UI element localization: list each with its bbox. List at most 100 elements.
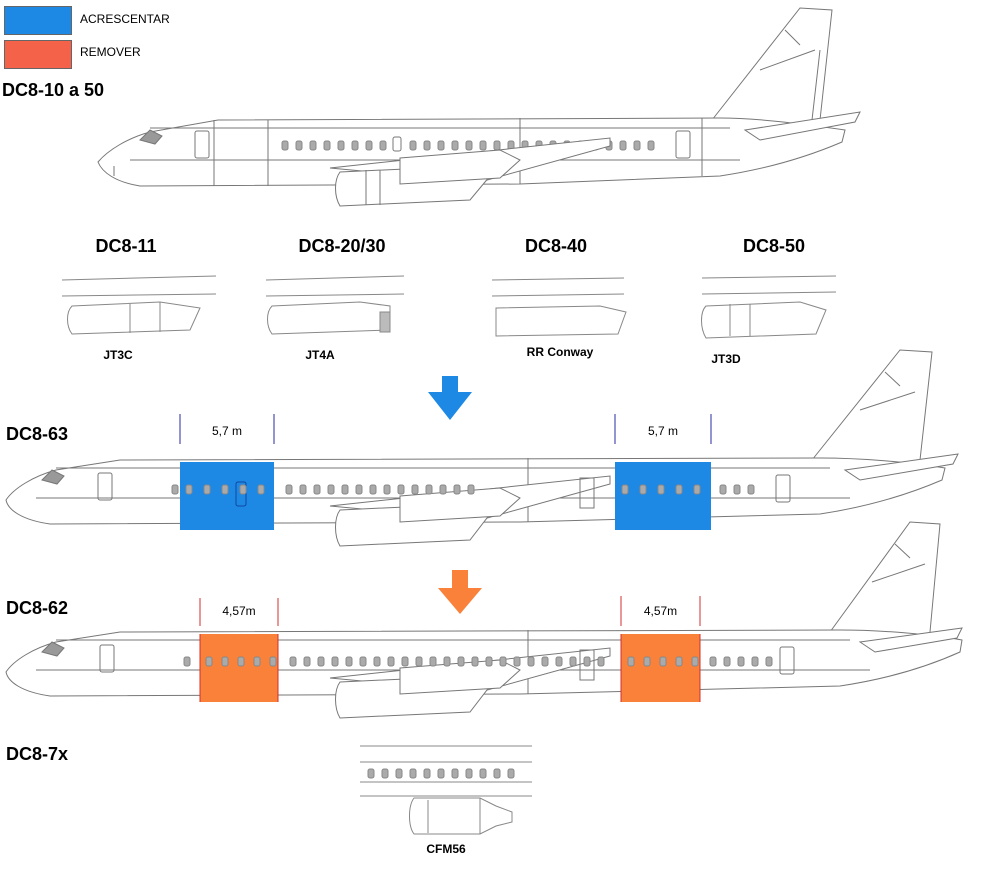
window [373, 656, 381, 667]
window [765, 656, 773, 667]
window [675, 484, 683, 495]
window [289, 656, 297, 667]
window [429, 656, 437, 667]
dc863-front-added-section [180, 462, 274, 530]
window [479, 768, 487, 779]
window [425, 484, 433, 495]
window [355, 484, 363, 495]
window [237, 656, 245, 667]
engine-label-jt4a: JT4A [305, 348, 335, 362]
engine-label-jt3d: JT3D [711, 352, 741, 366]
window [351, 140, 359, 151]
model-label-base: DC8-10 a 50 [2, 80, 105, 100]
window [221, 484, 229, 495]
engine-detail-rr-conway [491, 277, 627, 337]
engine-label-cfm56: CFM56 [426, 842, 466, 856]
window [281, 140, 289, 151]
window [465, 140, 473, 151]
variant-label-dc811: DC8-11 [95, 236, 157, 256]
window [303, 656, 311, 667]
window [299, 484, 307, 495]
window [647, 140, 655, 151]
window [443, 656, 451, 667]
window [639, 484, 647, 495]
window [269, 656, 277, 667]
window [643, 656, 651, 667]
window [507, 768, 515, 779]
window [423, 768, 431, 779]
window [723, 656, 731, 667]
window [387, 656, 395, 667]
window [659, 656, 667, 667]
dc863-front-section-door [235, 481, 247, 507]
dc863-rear-added-section [615, 462, 711, 530]
engine-detail-jt4a [265, 275, 405, 335]
window [709, 656, 717, 667]
window [451, 140, 459, 151]
engine-detail-cfm56 [360, 745, 532, 835]
legend-add-swatch [4, 6, 72, 35]
window [345, 656, 353, 667]
window [437, 768, 445, 779]
window [513, 656, 521, 667]
window [451, 768, 459, 779]
window [409, 140, 417, 151]
variant-label-dc840: DC8-40 [524, 236, 588, 256]
window [583, 656, 591, 667]
window [719, 484, 727, 495]
window [633, 140, 641, 151]
aircraft-dc862 [5, 521, 963, 719]
window [205, 656, 213, 667]
window [379, 140, 387, 151]
window [627, 656, 635, 667]
window [313, 484, 321, 495]
window [337, 140, 345, 151]
window [203, 484, 211, 495]
window [555, 656, 563, 667]
engine-detail-jt3c [61, 275, 217, 335]
window [397, 484, 405, 495]
window [257, 484, 265, 495]
window [239, 484, 247, 495]
engine-label-jt3c: JT3C [103, 348, 133, 362]
window [395, 768, 403, 779]
dc863-rear-section-length: 5,7 m [647, 424, 678, 438]
window [309, 140, 317, 151]
window [171, 484, 179, 495]
dc862-rear-removed-section [621, 634, 700, 702]
dc862-front-removed-section [200, 634, 278, 702]
window [747, 484, 755, 495]
window [453, 484, 461, 495]
aircraft-dc863 [5, 349, 959, 547]
window [381, 768, 389, 779]
window [493, 140, 501, 151]
dc863-front-section-length: 5,7 m [211, 424, 242, 438]
window [415, 656, 423, 667]
window [409, 768, 417, 779]
blue-down-arrow [428, 376, 472, 420]
window [365, 140, 373, 151]
window [285, 484, 293, 495]
window [439, 484, 447, 495]
window [597, 656, 605, 667]
window [253, 656, 261, 667]
window [737, 656, 745, 667]
window [457, 656, 465, 667]
dc863-dimension-ticks [179, 414, 712, 444]
window [327, 484, 335, 495]
window [341, 484, 349, 495]
window [493, 768, 501, 779]
model-label-dc87x: DC8-7x [6, 744, 69, 764]
window [183, 656, 191, 667]
window [369, 484, 377, 495]
model-label-dc862: DC8-62 [6, 598, 69, 618]
window [423, 140, 431, 151]
orange-down-arrow [438, 570, 482, 614]
window [383, 484, 391, 495]
engine-label-rr-conway: RR Conway [526, 345, 594, 359]
window [675, 656, 683, 667]
window [751, 656, 759, 667]
window [437, 140, 445, 151]
window [221, 656, 229, 667]
